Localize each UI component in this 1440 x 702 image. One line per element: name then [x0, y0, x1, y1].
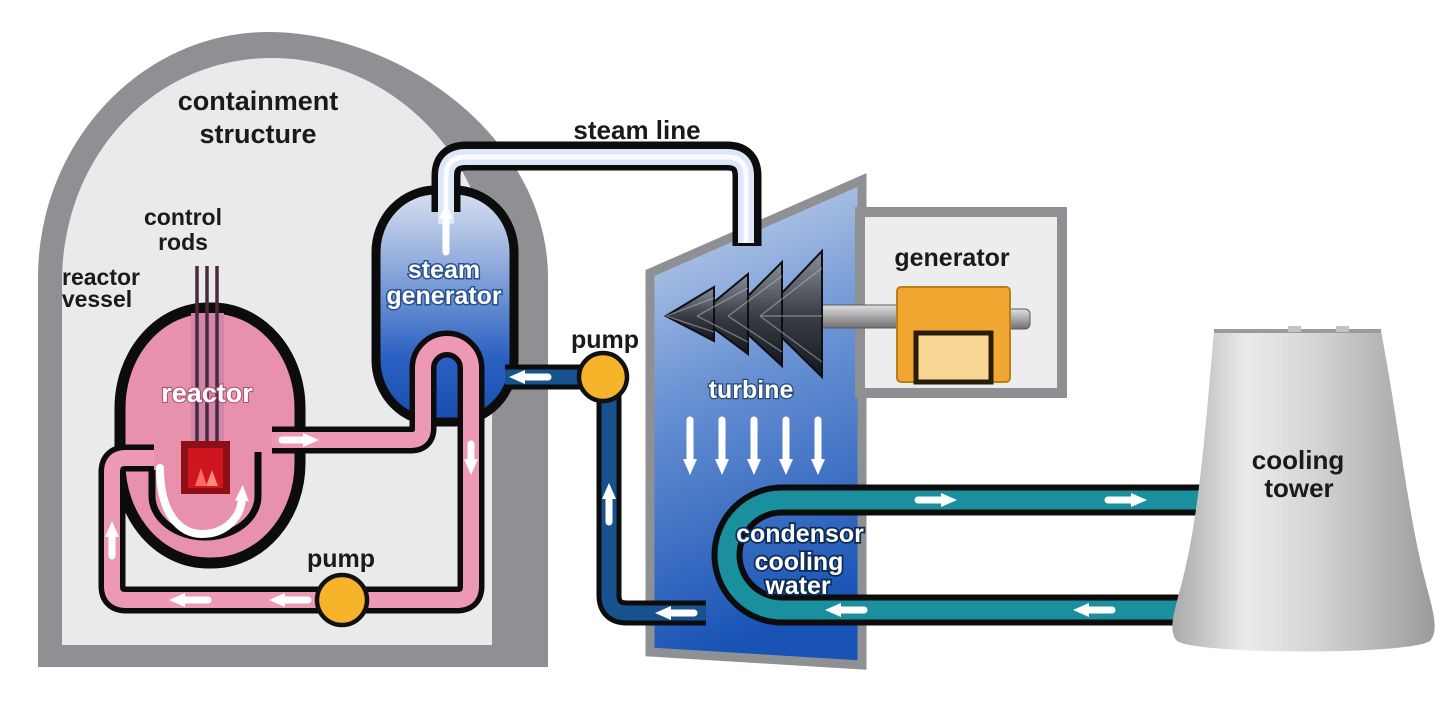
- condenser-cooling-loop: [711, 484, 1216, 626]
- cooling-tower-label: cooling: [1252, 445, 1344, 475]
- reactor-core: [188, 448, 223, 488]
- generator-assembly: [813, 207, 1067, 398]
- containment-structure-label: structure: [199, 119, 316, 149]
- reactor-vessel-label: reactor: [62, 264, 140, 290]
- steam-line-highlight: [443, 154, 749, 243]
- turbine-cone: [695, 271, 749, 356]
- primary-pump-label: pump: [307, 545, 375, 573]
- feedwater-pump: [576, 350, 630, 404]
- control-rods-label: rods: [158, 229, 208, 255]
- turbine-cone: [726, 259, 783, 369]
- feedwater-pump-label: pump: [571, 326, 639, 354]
- primary-loop-fill: [104, 336, 479, 608]
- cooling-tower-rim-notch: [1336, 326, 1349, 332]
- containment-structure-label: containment: [178, 86, 339, 116]
- labels: containment structure steam line control…: [62, 86, 1344, 602]
- generator-unit-inner: [913, 330, 994, 385]
- steam-line-pipe: [431, 141, 762, 246]
- condenser-cooling-water-label: water: [764, 572, 831, 600]
- steam-line-label: steam line: [573, 115, 700, 145]
- reactor-core-glow: [195, 468, 207, 486]
- turbine-cone: [758, 248, 823, 380]
- primary-pump: [314, 572, 370, 628]
- control-rods-label: control: [144, 204, 222, 230]
- primary-coolant-loop: [98, 330, 485, 614]
- condenser-cooling-water-label: condensor: [736, 520, 864, 548]
- reactor-label: reactor: [161, 378, 253, 408]
- turbine-shaft: [813, 304, 907, 329]
- condenser-cooling-water-label: cooling: [755, 548, 844, 576]
- flow-arrows: [105, 203, 1147, 620]
- steam-generator-label: steam: [408, 256, 480, 284]
- control-rods-icon: [195, 266, 219, 446]
- reactor-core-glow: [206, 470, 218, 486]
- reactor-vessel-label: vessel: [62, 286, 132, 312]
- generator-label: generator: [894, 244, 1010, 272]
- cooling-tower-shell: [1172, 331, 1435, 652]
- circulation-arrow-icon: [156, 464, 249, 539]
- turbine-label: turbine: [709, 376, 794, 404]
- cooling-tower-label: tower: [1264, 473, 1333, 503]
- cooling-tower: [1172, 326, 1435, 652]
- cooling-tower-rim-notch: [1288, 326, 1301, 332]
- reactor-internals: [148, 266, 262, 541]
- steam-generator-label: generator: [386, 282, 502, 310]
- turbine-cones-icon: [663, 248, 823, 380]
- condenser-loop-fill: [717, 490, 1216, 620]
